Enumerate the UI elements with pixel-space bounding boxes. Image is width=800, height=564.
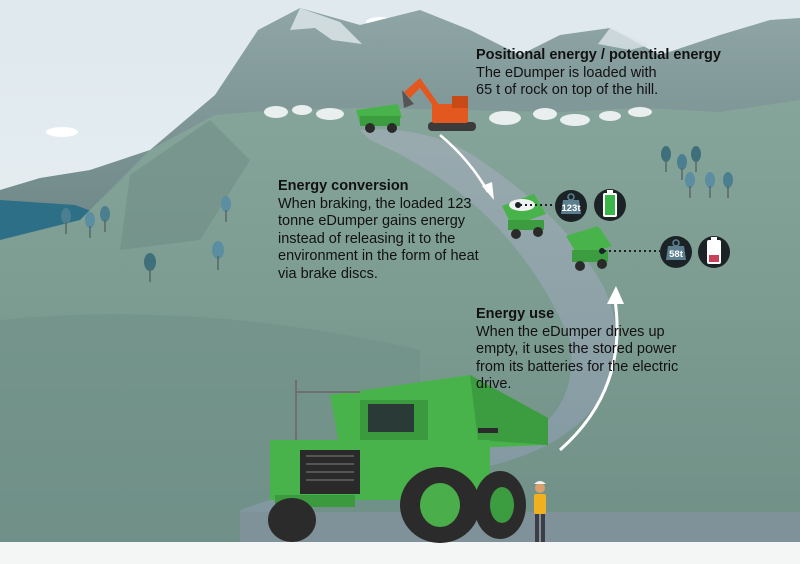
- edumper-truck: [268, 375, 548, 543]
- weight-badge-empty: 58t: [660, 236, 692, 268]
- truck-loading: [356, 104, 402, 133]
- leader-dot-loaded: [515, 202, 521, 208]
- worker-figure: [534, 481, 546, 542]
- trees: [61, 146, 733, 282]
- battery-icon-full: [594, 189, 626, 221]
- annotation-potential-energy: Positional energy / potential energy The…: [476, 47, 786, 100]
- uphill-arrow: [559, 299, 619, 452]
- annotation-use-title: Energy use: [476, 306, 555, 322]
- weight-badge-loaded: 123t: [555, 190, 587, 222]
- annotation-conversion-body: When braking, the loaded 123 tonne eDump…: [278, 195, 479, 282]
- annotation-conversion-title: Energy conversion: [278, 178, 409, 194]
- excavator: [402, 78, 476, 131]
- snow-cap: [290, 8, 362, 44]
- annotation-energy-conversion: Energy conversion When braking, the load…: [278, 178, 518, 283]
- leader-dot-empty: [599, 248, 605, 254]
- snow-cap: [598, 28, 650, 50]
- cloud: [46, 127, 78, 137]
- annotation-potential-title: Positional energy / potential energy: [476, 47, 721, 63]
- annotation-use-body: When the eDumper drives up empty, it use…: [476, 323, 679, 393]
- ground-foreground: [0, 542, 800, 564]
- annotation-energy-use: Energy use When the eDumper drives up em…: [476, 306, 726, 394]
- weight-label-empty: 58t: [669, 249, 684, 260]
- uphill-arrowhead: [607, 286, 624, 304]
- annotation-potential-body: The eDumper is loaded with 65 t of rock …: [476, 64, 659, 99]
- quarry-rocks: [264, 105, 652, 126]
- downhill-arrowhead: [482, 182, 494, 200]
- battery-icon-low: [698, 236, 730, 268]
- weight-label-loaded: 123t: [561, 203, 581, 214]
- hill-shadow: [120, 120, 250, 250]
